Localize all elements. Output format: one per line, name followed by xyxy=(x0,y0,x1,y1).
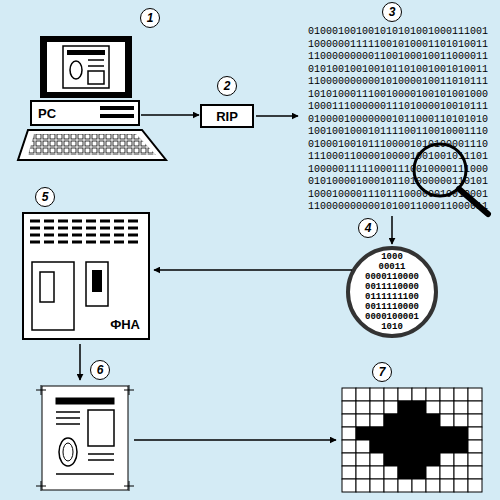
callout-number: 1 xyxy=(140,8,160,28)
pixel-grid xyxy=(342,388,482,492)
callout-number: 3 xyxy=(382,2,402,22)
zoom-lens xyxy=(348,248,436,336)
node-label: RIP xyxy=(216,109,238,124)
callout-number: 5 xyxy=(35,187,55,207)
callout-number: 2 xyxy=(217,76,237,96)
callout-number: 4 xyxy=(358,218,378,238)
imagesetter xyxy=(22,212,150,340)
computer xyxy=(18,36,166,160)
node-label: PC xyxy=(38,106,56,121)
imagesetter-body: ФНА xyxy=(22,212,150,340)
process-box: RIP xyxy=(200,104,254,128)
computer-case: PC xyxy=(30,100,140,126)
binary-data: 010001001001010101001000111001 100000011… xyxy=(308,26,488,214)
film-page xyxy=(36,385,134,491)
callout-number: 6 xyxy=(90,360,110,380)
callout-number: 7 xyxy=(372,362,392,382)
binary-zoom: 1000 00011 0000110000 0011110000 0111111… xyxy=(365,252,419,332)
arrow-connector xyxy=(141,114,199,116)
node-label: ФНА xyxy=(110,317,140,332)
